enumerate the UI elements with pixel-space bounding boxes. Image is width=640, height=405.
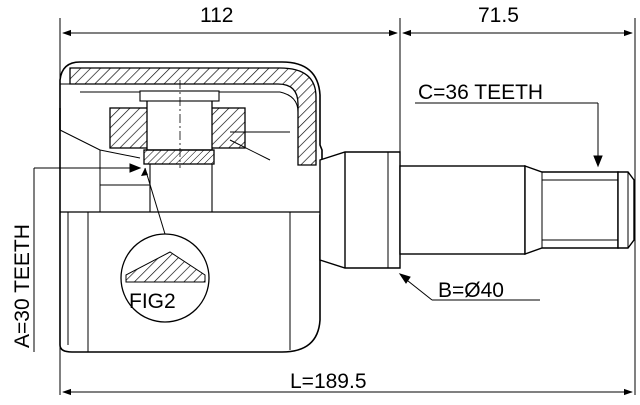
dim-total-length-label: L=189.5	[290, 370, 367, 393]
stem-shaft	[319, 151, 635, 269]
dim-112-label: 112	[200, 4, 233, 27]
teeth-a-leader	[33, 163, 142, 352]
diameter-b-label: B=Ø40	[438, 279, 504, 302]
fig2-detail	[120, 167, 210, 323]
teeth-c-label: C=36 TEETH	[418, 81, 543, 104]
fig2-label: FIG2	[129, 290, 176, 313]
teeth-a-label: A=30 TEETH	[11, 224, 34, 348]
tripod-spider	[59, 80, 290, 212]
dim-71-5-label: 71.5	[478, 4, 519, 27]
teeth-c-leader	[415, 102, 603, 168]
diameter-b-leader	[398, 273, 540, 301]
